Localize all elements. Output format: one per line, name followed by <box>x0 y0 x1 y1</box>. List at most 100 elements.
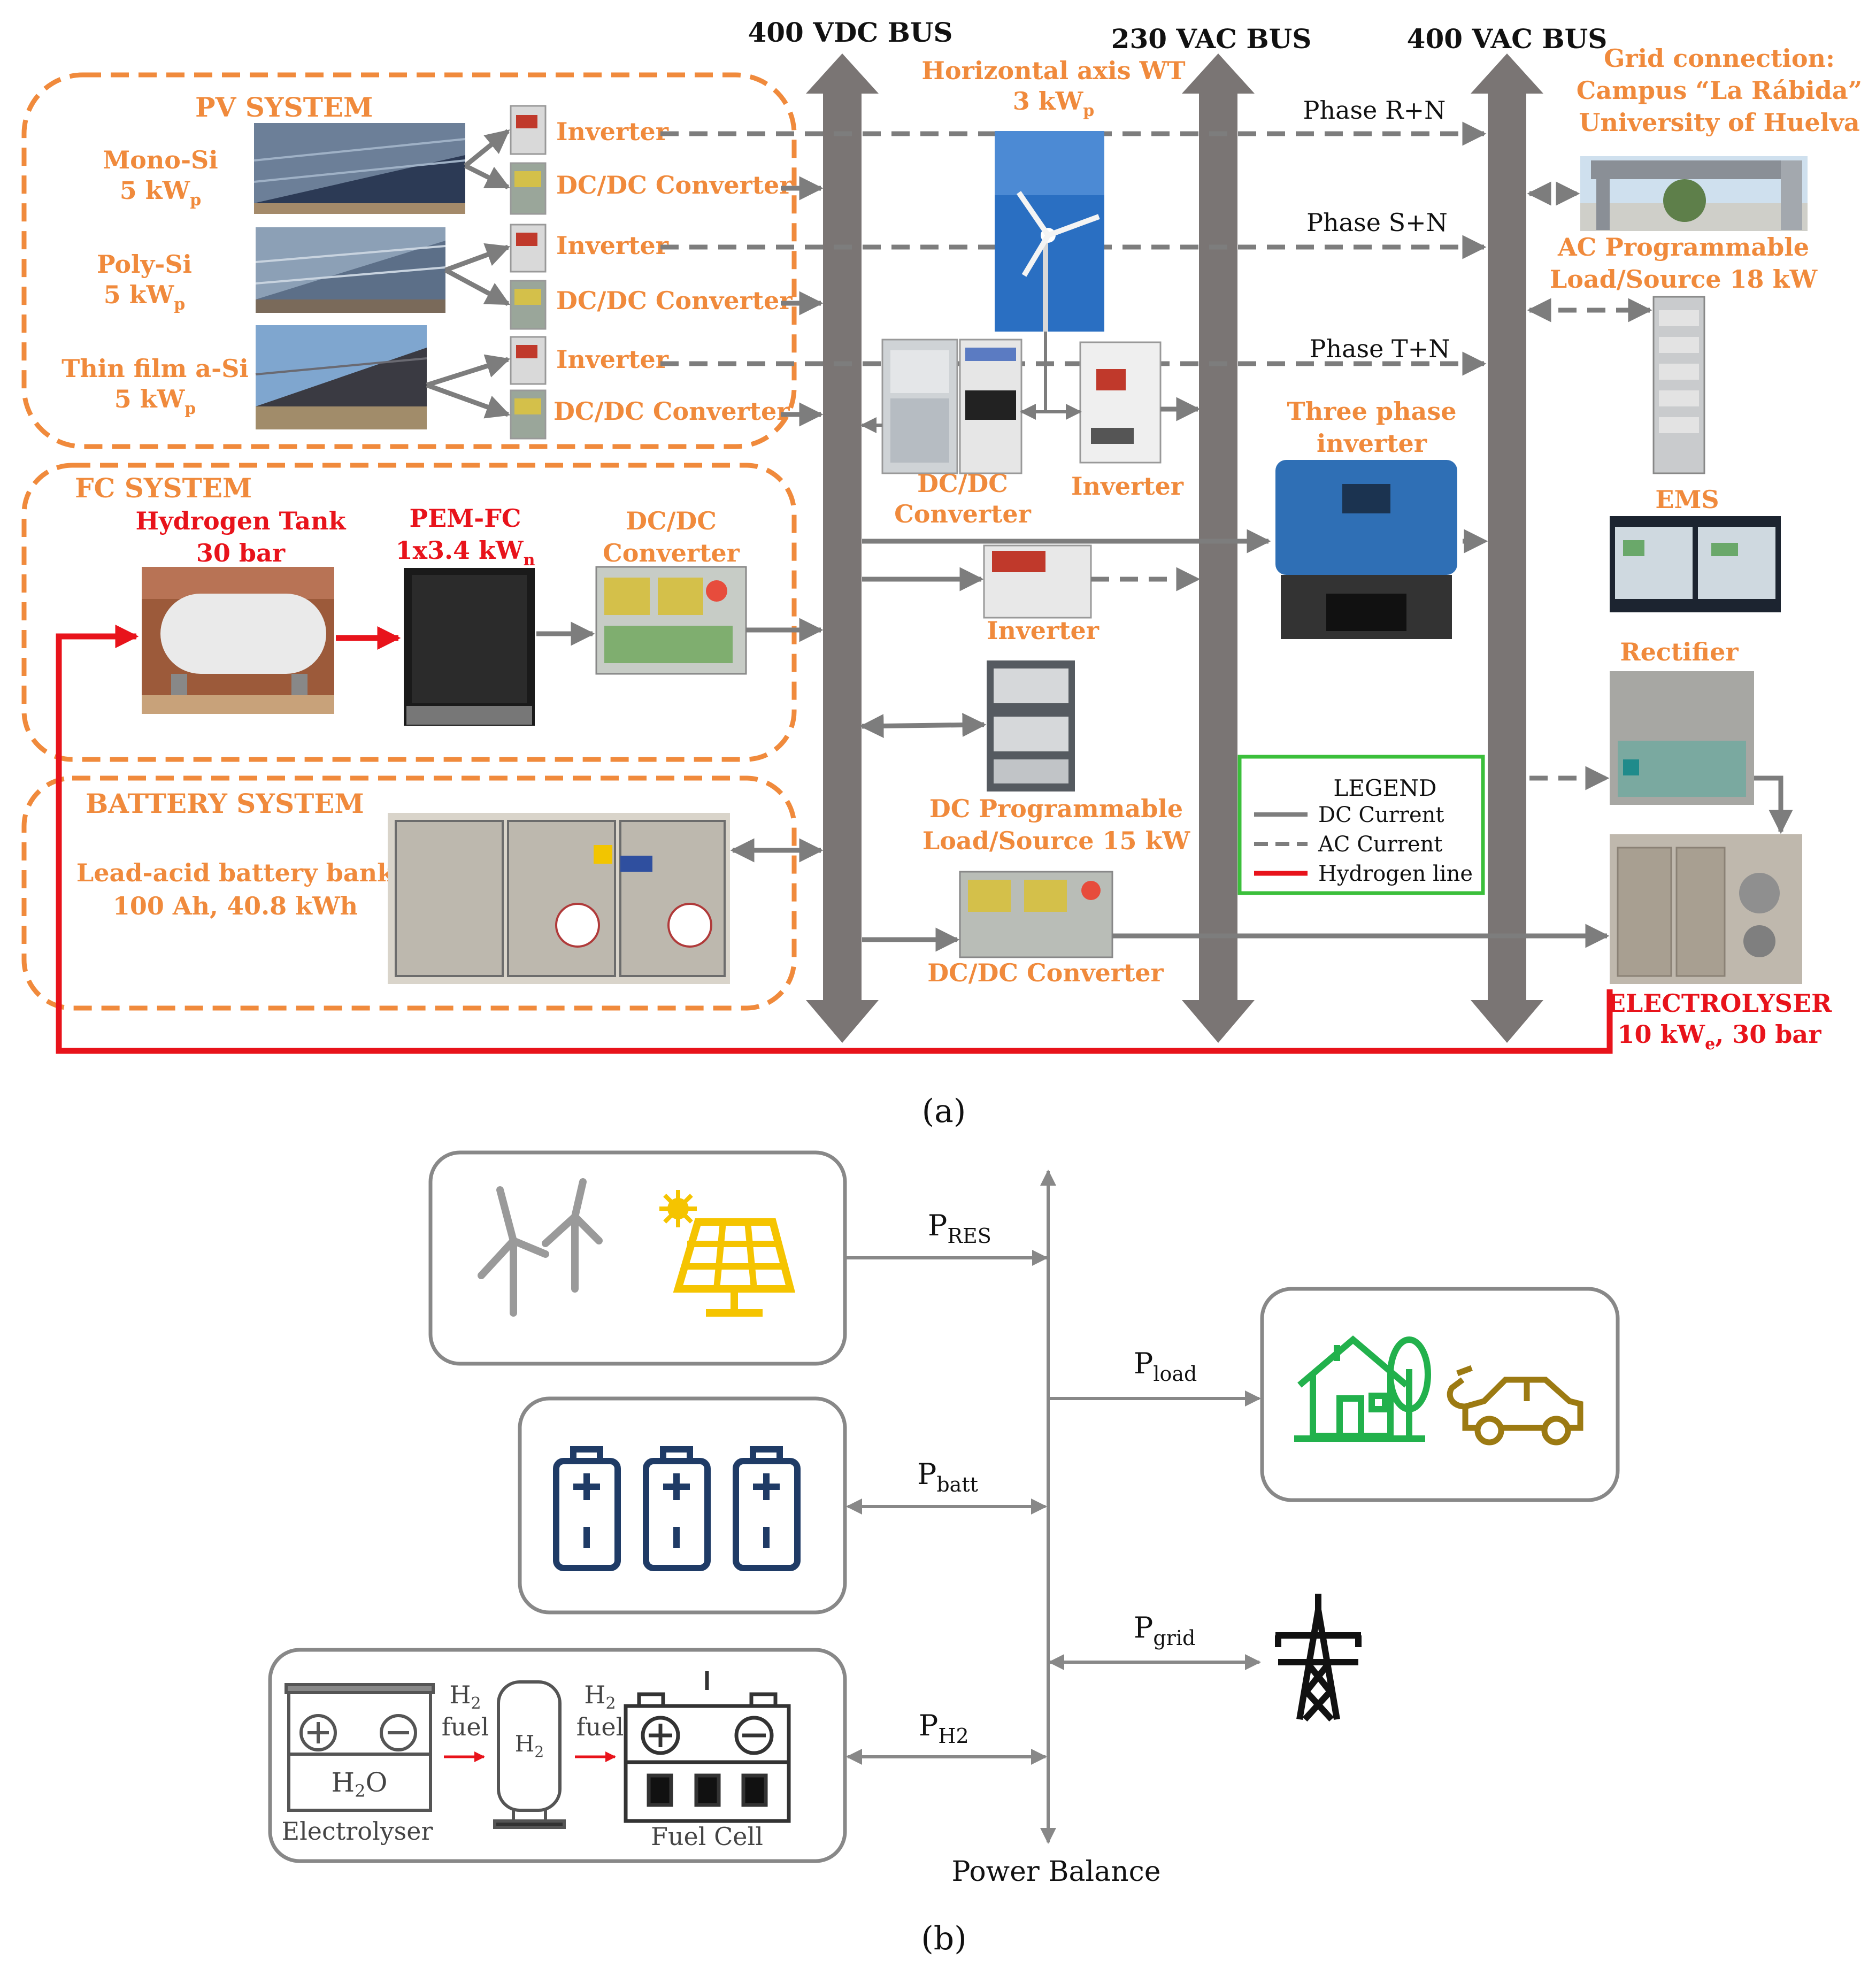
svg-text:Converter: Converter <box>894 499 1031 528</box>
pv-dc-lines <box>781 176 824 427</box>
battery-label: Lead-acid battery bank 100 Ah, 40.8 kWh <box>76 858 395 920</box>
grid-campus-photo <box>1580 156 1808 231</box>
fuel-2-label: fuel <box>576 1712 624 1741</box>
svg-text:100 Ah, 40.8 kWh: 100 Ah, 40.8 kWh <box>113 892 358 920</box>
p-h2-label: PH2 <box>919 1709 969 1748</box>
thin-film-label: Thin film a-Si 5 kWp <box>61 354 249 418</box>
wt-dcdc-photo <box>881 339 1022 474</box>
svg-text:DC/DC: DC/DC <box>626 506 717 535</box>
h2-tank-icon <box>493 1680 566 1829</box>
rectifier-label: Rectifier <box>1620 637 1739 666</box>
wt-inverter-label: Inverter <box>1071 472 1184 501</box>
svg-text:1x3.4 kWn: 1x3.4 kWn <box>396 536 535 570</box>
pv-dcdc-2-label: DC/DC Converter <box>556 286 793 315</box>
fc-dcdc-label: DC/DC Converter <box>603 506 740 567</box>
svg-text:Horizontal axis WT: Horizontal axis WT <box>921 56 1185 85</box>
legend-dc: DC Current <box>1318 803 1444 827</box>
p-load-label: Pload <box>1134 1347 1197 1386</box>
wind-turbines-icon <box>478 1178 603 1317</box>
phase-t-label: Phase T+N <box>1310 334 1450 363</box>
pv-inverter-3-label: Inverter <box>556 345 669 374</box>
pv-inverter-1-label: Inverter <box>556 117 669 146</box>
pv-system-title: PV SYSTEM <box>195 91 373 123</box>
bus-400vdc-label: 400 VDC BUS <box>748 17 952 48</box>
solar-panel-icon <box>659 1190 796 1317</box>
svg-text:3 kWp: 3 kWp <box>1013 87 1095 120</box>
svg-text:Load/Source 15 kW: Load/Source 15 kW <box>922 826 1191 855</box>
svg-text:DC Programmable: DC Programmable <box>929 794 1183 823</box>
svg-text:Campus “La Rábida”: Campus “La Rábida” <box>1577 76 1862 105</box>
rectifier-to-electrolyser <box>1754 775 1793 834</box>
svg-text:PEM-FC: PEM-FC <box>410 504 521 533</box>
p-res-label: PRES <box>928 1209 991 1248</box>
pv-inverter-2-label: Inverter <box>556 231 669 260</box>
caption-a: (a) <box>922 1093 966 1130</box>
hydrogen-tank-photo <box>142 567 334 714</box>
svg-text:Converter: Converter <box>603 539 740 567</box>
mono-si-panel-photo <box>253 123 466 214</box>
legend: LEGEND DC Current AC Current Hydrogen li… <box>1237 755 1485 895</box>
battery-cells-icon <box>553 1446 801 1571</box>
pv-panel-connectors <box>426 129 511 419</box>
svg-text:10 kWe, 30 bar: 10 kWe, 30 bar <box>1618 1020 1822 1054</box>
ac-load-source-photo <box>1652 296 1705 474</box>
bus-400vac-label: 400 VAC BUS <box>1407 23 1608 55</box>
poly-si-panel-photo <box>255 227 446 313</box>
grid-connection-label: Grid connection: Campus “La Rábida” Univ… <box>1577 44 1862 137</box>
water-label: H2O <box>332 1767 388 1801</box>
svg-text:DC/DC: DC/DC <box>917 469 1008 498</box>
fc-system-title: FC SYSTEM <box>75 472 252 504</box>
pv-dcdc-1-label: DC/DC Converter <box>556 171 793 199</box>
svg-text:5 kWp: 5 kWp <box>120 176 202 210</box>
h2-box <box>268 1648 847 1863</box>
fuel-cell-label: Fuel Cell <box>651 1822 763 1851</box>
poly-si-label: Poly-Si 5 kWp <box>97 250 192 314</box>
svg-text:5 kWp: 5 kWp <box>104 280 186 314</box>
fc-dcdc-photo <box>595 566 747 675</box>
p-batt-label: Pbatt <box>917 1457 978 1496</box>
dc-load-link <box>859 713 987 738</box>
power-balance-label: Power Balance <box>951 1856 1160 1888</box>
hydrogen-tank-label: Hydrogen Tank 30 bar <box>135 506 346 567</box>
pem-fc-label: PEM-FC 1x3.4 kWn <box>396 504 535 570</box>
bus-400vac: 400 VAC BUS <box>1407 23 1608 1043</box>
thin-film-panel-photo <box>255 325 427 429</box>
panel-a: 400 VDC BUS 230 VAC BUS 400 VAC BUS PV S… <box>21 17 1862 1130</box>
mono-si-label: Mono-Si 5 kWp <box>103 145 218 210</box>
svg-text:Poly-Si: Poly-Si <box>97 250 192 279</box>
pem-fc-photo <box>404 568 535 726</box>
electrolyser-label: ELECTROLYSER 10 kWe, 30 bar <box>1607 989 1832 1054</box>
h2-fuel-2-label: H2 <box>584 1680 616 1713</box>
legend-h2: Hydrogen line <box>1318 862 1473 886</box>
panel-b: Power Balance <box>268 1150 1620 1957</box>
svg-text:Lead-acid battery bank: Lead-acid battery bank <box>76 858 395 887</box>
electrolyser-b-label: Electrolyser <box>282 1817 433 1846</box>
p-grid-label: Pgrid <box>1134 1611 1195 1650</box>
bus-230vac-label: 230 VAC BUS <box>1111 23 1312 55</box>
wt-connectors <box>860 332 1201 433</box>
phase-r-label: Phase R+N <box>1303 96 1446 125</box>
wt-dcdc-label: DC/DC Converter <box>894 469 1031 528</box>
bus-230vac: 230 VAC BUS <box>1111 23 1312 1043</box>
ems-label: EMS <box>1655 485 1719 514</box>
svg-text:30 bar: 30 bar <box>196 539 286 567</box>
mid-inverter-photo <box>983 544 1092 619</box>
svg-text:Three phase: Three phase <box>1287 397 1456 426</box>
bus-400vdc: 400 VDC BUS <box>748 17 953 1043</box>
h2-fuel-1-label: H2 <box>449 1680 481 1713</box>
transmission-tower-icon <box>1275 1594 1362 1722</box>
legend-title: LEGEND <box>1333 775 1436 801</box>
pv-dcdc-3-label: DC/DC Converter <box>553 397 790 426</box>
h2-tank-label: H2 <box>515 1731 544 1761</box>
electrolyser-icon <box>285 1683 435 1812</box>
electric-car-icon <box>1447 1365 1583 1446</box>
battery-system-title: BATTERY SYSTEM <box>86 788 364 819</box>
svg-text:University of Huelva: University of Huelva <box>1579 108 1859 137</box>
bottom-dcdc-label: DC/DC Converter <box>927 958 1164 987</box>
dc-load-source-photo <box>987 660 1075 791</box>
bottom-dcdc-photo <box>959 871 1113 958</box>
rectifier-photo <box>1610 671 1754 805</box>
fuel-cell-icon <box>624 1671 791 1823</box>
battery-system-box <box>21 775 797 1011</box>
